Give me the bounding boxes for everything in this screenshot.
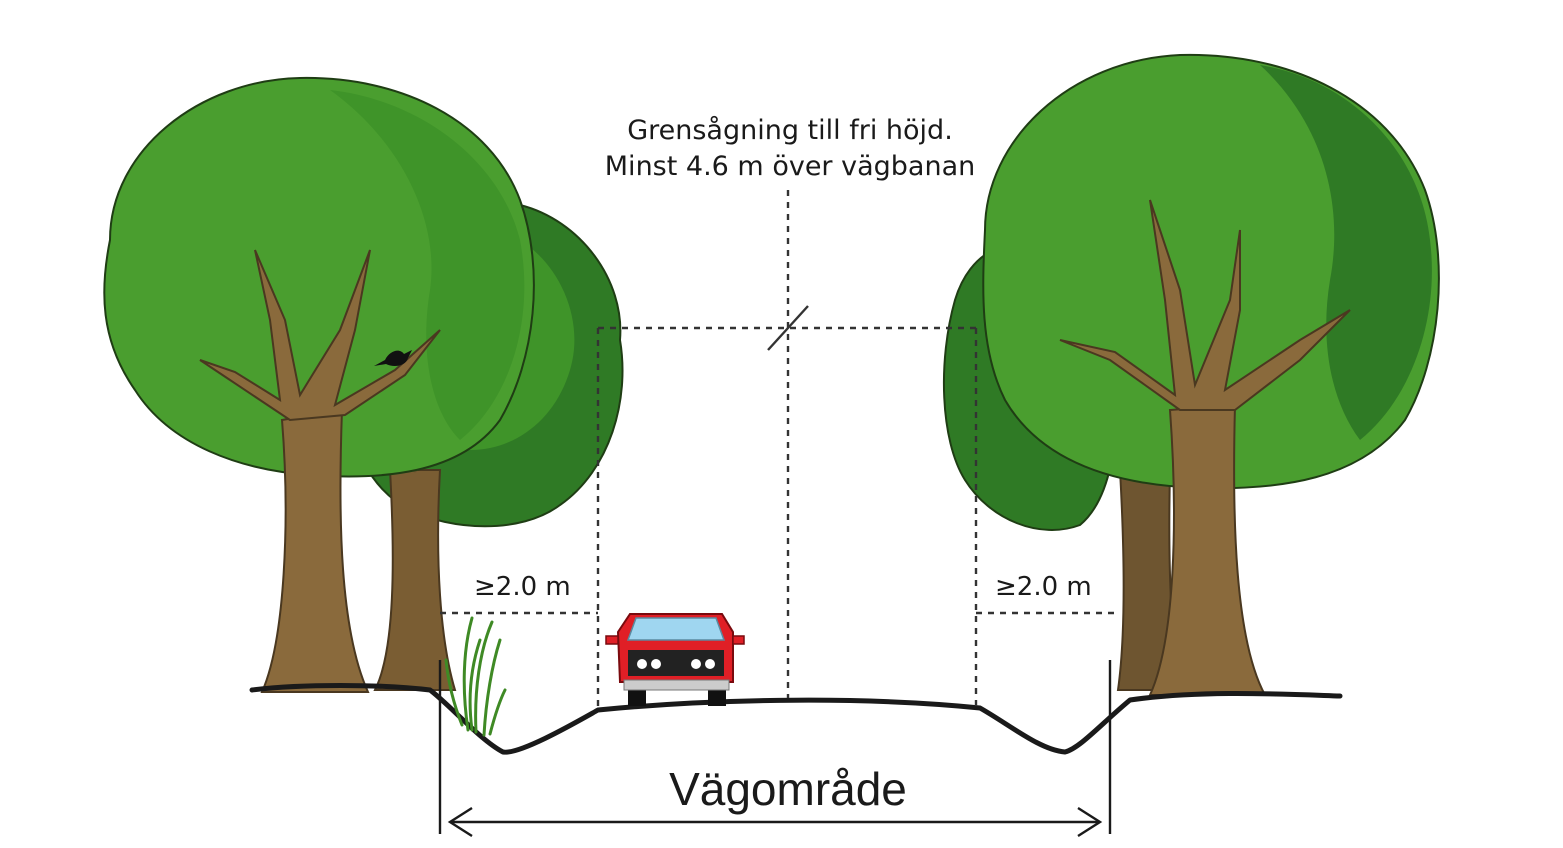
car-mirror-right bbox=[732, 635, 745, 645]
grass-icon bbox=[444, 616, 507, 737]
left-front-canopy-shade bbox=[330, 90, 525, 440]
left-front-branches bbox=[199, 249, 441, 422]
clearance-note: Grensågning till fri höjd. Minst 4.6 m ö… bbox=[560, 113, 1020, 185]
left-offset-label: ≥2.0 m bbox=[474, 572, 571, 602]
right-front-branches bbox=[1059, 199, 1351, 411]
right-front-canopy-shade bbox=[1260, 65, 1432, 440]
car-windshield bbox=[626, 617, 726, 641]
left-back-trunk bbox=[373, 469, 457, 691]
car-headlight bbox=[651, 659, 661, 669]
road-area-dimension bbox=[438, 660, 1112, 838]
car-headlight bbox=[705, 659, 715, 669]
clearance-lines bbox=[440, 190, 1118, 708]
clearance-note-line-2: Minst 4.6 m över vägbanan bbox=[604, 151, 976, 182]
tree-icon bbox=[982, 53, 1440, 696]
road-area-label: Vägområde bbox=[669, 763, 907, 815]
car-headlight bbox=[691, 659, 701, 669]
car-icon bbox=[605, 613, 745, 706]
clearance-break-mark bbox=[767, 305, 809, 351]
tree-icon bbox=[103, 76, 535, 693]
right-offset-label: ≥2.0 m bbox=[995, 572, 1092, 602]
road-area-arrow-right bbox=[1077, 806, 1103, 838]
bird-icon bbox=[374, 350, 412, 366]
clearance-note-line-1: Grensågning till fri höjd. bbox=[627, 115, 953, 146]
car-headlight bbox=[637, 659, 647, 669]
ground-profile bbox=[249, 683, 1343, 755]
car-mirror-left bbox=[605, 635, 619, 645]
road-area-arrow-left bbox=[447, 806, 473, 838]
car-grille bbox=[628, 650, 724, 676]
car-bumper bbox=[623, 679, 730, 691]
